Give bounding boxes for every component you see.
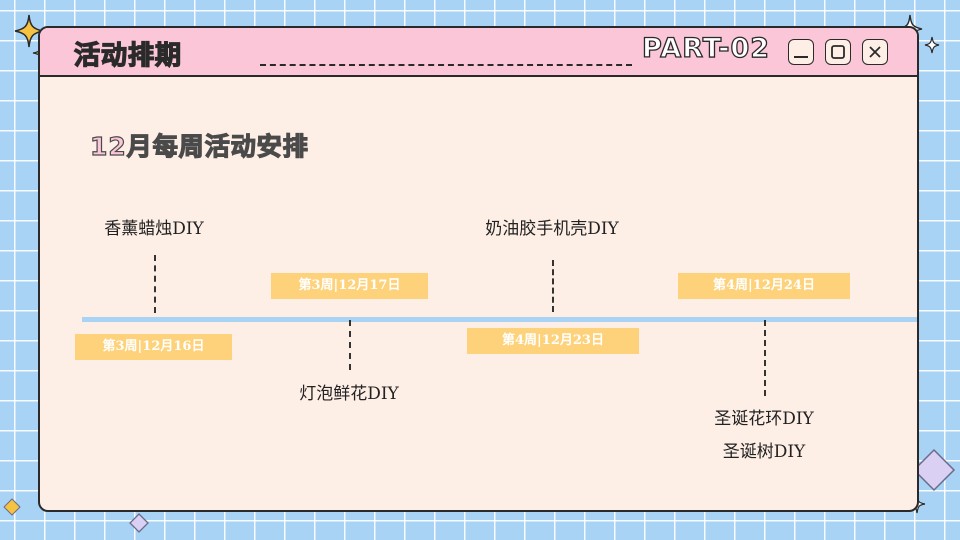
activity-label: 圣诞树DIY (722, 442, 806, 462)
app-window: 活动排期 PART-02 12月每周活动安排 香薰蜡烛DIY 第3周|12月16… (38, 26, 919, 512)
activity-label: 灯泡鲜花DIY (299, 384, 399, 404)
timeline-tick (552, 260, 554, 312)
timeline-tick (154, 255, 156, 313)
diamond-icon (129, 513, 149, 533)
sparkle-icon (924, 36, 940, 54)
date-badge: 第3周|12月17日 (271, 273, 428, 299)
activity-label: 圣诞花环DIY (714, 409, 814, 429)
diamond-icon (912, 448, 956, 492)
date-badge: 第4周|12月23日 (467, 328, 639, 354)
minimize-button[interactable] (788, 39, 814, 65)
close-button[interactable] (862, 39, 888, 65)
activity-label: 奶油胶手机壳DIY (485, 219, 619, 239)
page-heading: 12月每周活动安排 (89, 131, 309, 161)
timeline-tick (349, 320, 351, 370)
timeline-line (82, 317, 917, 322)
sparkle-icon (14, 14, 44, 48)
timeline-tick (764, 320, 766, 396)
maximize-icon (831, 45, 845, 59)
date-badge: 第4周|12月24日 (678, 273, 850, 299)
title-divider (260, 64, 632, 66)
activity-label: 香薰蜡烛DIY (104, 219, 204, 239)
maximize-button[interactable] (825, 39, 851, 65)
diamond-icon (3, 498, 21, 516)
window-title: 活动排期 (73, 40, 183, 71)
title-bar: 活动排期 PART-02 (40, 28, 917, 77)
date-badge: 第3周|12月16日 (75, 334, 232, 360)
close-icon (869, 46, 881, 58)
minimize-icon (794, 56, 808, 58)
part-label: PART-02 (641, 32, 771, 64)
